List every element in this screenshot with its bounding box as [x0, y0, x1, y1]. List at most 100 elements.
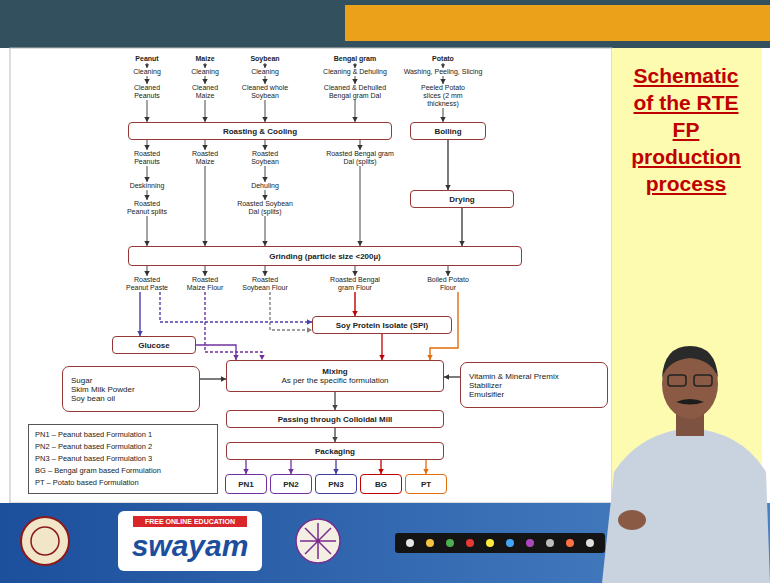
flow-arrow — [441, 63, 445, 68]
arrow-head — [144, 145, 150, 150]
connector — [459, 208, 465, 246]
process-box: Boiling — [410, 122, 486, 140]
flow-arrow — [262, 140, 268, 150]
ingredient-list-box: SugarSkim Milk PowderSoy bean oil — [62, 366, 200, 412]
arrow-head — [262, 271, 268, 276]
toolbar-icon — [406, 539, 414, 547]
connector-line — [360, 166, 361, 246]
process-box: MixingAs per the specific formulation — [226, 360, 444, 392]
product-label: Cleaned & Dehulled Bengal gram Dal — [318, 84, 393, 100]
arrow-head — [440, 79, 446, 84]
arrow-head — [262, 195, 268, 200]
arrow-head — [441, 64, 445, 68]
column-heading: Maize — [180, 55, 230, 63]
step-label: Washing, Peeling, Slicing — [398, 68, 488, 76]
toolbar-icons — [406, 539, 594, 547]
process-box: Soy Protein Isolate (SPI) — [312, 316, 452, 334]
step-label: Dehuling — [240, 182, 290, 190]
process-box: Packaging — [226, 442, 444, 460]
arrow-head — [144, 195, 150, 200]
flow-arrow — [202, 100, 208, 122]
toolbar-icon — [446, 539, 454, 547]
node-text: Emulsifier — [469, 390, 504, 399]
flow-arrow — [144, 266, 150, 276]
arrow-head — [352, 79, 358, 84]
flow-arrow — [262, 216, 268, 246]
step-label: Cleaning — [240, 68, 290, 76]
arrow-head — [357, 145, 363, 150]
institute-logo — [21, 517, 69, 565]
connector — [423, 460, 429, 474]
product-label: Cleaned Maize — [185, 84, 225, 100]
presenter-shirt — [602, 428, 770, 583]
node-text: Mixing — [322, 367, 347, 376]
arrow-head — [352, 271, 358, 276]
node-text: Glucose — [138, 341, 170, 350]
logo-wordmark: swayam — [120, 530, 260, 562]
product-label: Roasted Peanut Paste — [123, 276, 171, 292]
connector — [445, 140, 451, 190]
arrow-head — [262, 79, 268, 84]
flow-arrow — [262, 76, 268, 84]
node-text: Packaging — [315, 447, 355, 456]
node-text: PN1 — [238, 480, 254, 489]
flow-arrow — [144, 216, 150, 246]
connector — [378, 460, 384, 474]
node-text: BG — [375, 480, 387, 489]
swayam-banner — [133, 516, 247, 527]
arrow-head — [202, 79, 208, 84]
flow-arrow — [270, 292, 312, 333]
ingredient-box: Glucose — [112, 336, 196, 354]
flow-arrow — [144, 100, 150, 122]
arrow-head — [202, 271, 208, 276]
toolbar — [395, 533, 605, 553]
connector-line — [139, 292, 140, 336]
legend-row: PN2 – Peanut based Formulation 2 — [35, 441, 211, 453]
arrow-head — [444, 374, 449, 380]
toolbar-icon — [566, 539, 574, 547]
node-text: Soy Protein Isolate (SPI) — [336, 321, 428, 330]
product-label: Roasted Peanut splits — [125, 200, 170, 216]
legend-text: BG – Bengal gram based Formulation — [35, 465, 161, 477]
arrow-head — [144, 271, 150, 276]
flow-arrow — [202, 76, 208, 84]
arrow-head — [203, 64, 207, 68]
node-text: Roasting & Cooling — [223, 127, 297, 136]
arrow-head — [353, 64, 357, 68]
flow-arrow — [262, 166, 268, 182]
flow-arrow — [440, 76, 446, 84]
node-text: Skim Milk Powder — [71, 385, 135, 394]
flow-arrow — [202, 266, 208, 276]
slide-title: Schematic of the RTE FP production proce… — [630, 62, 742, 197]
connector-line — [205, 292, 262, 360]
node-text: Vitamin & Mineral Premix — [469, 372, 559, 381]
arrow-head — [144, 79, 150, 84]
product-label: Roasted Soybean Flour — [240, 276, 290, 292]
step-label: Cleaning — [122, 68, 172, 76]
toolbar-icon — [546, 539, 554, 547]
connector — [288, 460, 294, 474]
node-text: Grinding (particle size <200µ) — [269, 252, 381, 261]
connector-line — [205, 166, 206, 246]
flow-arrow — [353, 63, 357, 68]
column-heading: Peanut — [117, 55, 177, 63]
node-text: Boiling — [434, 127, 461, 136]
product-label: Roasted Soybean — [245, 150, 285, 166]
legend-row: PN1 – Peanut based Formulation 1 — [35, 429, 211, 441]
flow-arrow — [262, 266, 268, 276]
legend-row: BG – Bengal gram based Formulation — [35, 465, 211, 477]
process-box: Passing through Colloidal Mill — [226, 410, 444, 428]
arrow-head — [445, 271, 451, 276]
presenter-mustache — [676, 399, 704, 405]
node-text: Soy bean oil — [71, 394, 115, 403]
node-text: PN3 — [328, 480, 344, 489]
flow-arrow — [144, 140, 150, 150]
presenter — [602, 346, 770, 583]
presenter-hand — [618, 510, 646, 530]
connector — [332, 428, 338, 442]
toolbar-icon — [486, 539, 494, 547]
connector — [243, 460, 249, 474]
product-box: PN1 — [225, 474, 267, 494]
presenter-hair — [662, 346, 718, 378]
